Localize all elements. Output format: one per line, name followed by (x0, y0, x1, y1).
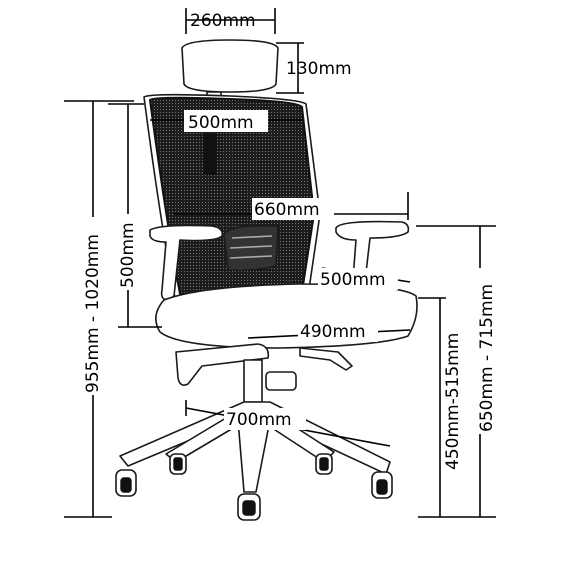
base-star (119, 401, 391, 493)
label-seat-depth: 500mm (320, 270, 386, 290)
label-overall-height: 955mm - 1020mm (83, 234, 103, 393)
label-backrest-width: 500mm (188, 113, 254, 133)
gas-lift (243, 359, 263, 403)
headrest (181, 39, 279, 93)
label-armrest-height: 650mm - 715mm (477, 284, 497, 432)
label-seat-height: 450mm-515mm (443, 333, 463, 470)
seat-mechanism (175, 343, 270, 386)
label-backrest-height: 500mm (118, 222, 138, 288)
label-headrest-height: 130mm (286, 59, 352, 79)
casters (115, 453, 393, 521)
dimension-labels: 260mm 130mm 500mm 660mm 500mm 490mm 700m… (82, 11, 497, 472)
label-base-diameter: 700mm (226, 410, 292, 430)
label-headrest-width: 260mm (190, 11, 256, 31)
label-seat-width: 490mm (300, 322, 366, 342)
chair-drawing (115, 39, 418, 521)
label-armrest-span: 660mm (254, 200, 320, 220)
armrest-left (149, 224, 224, 301)
